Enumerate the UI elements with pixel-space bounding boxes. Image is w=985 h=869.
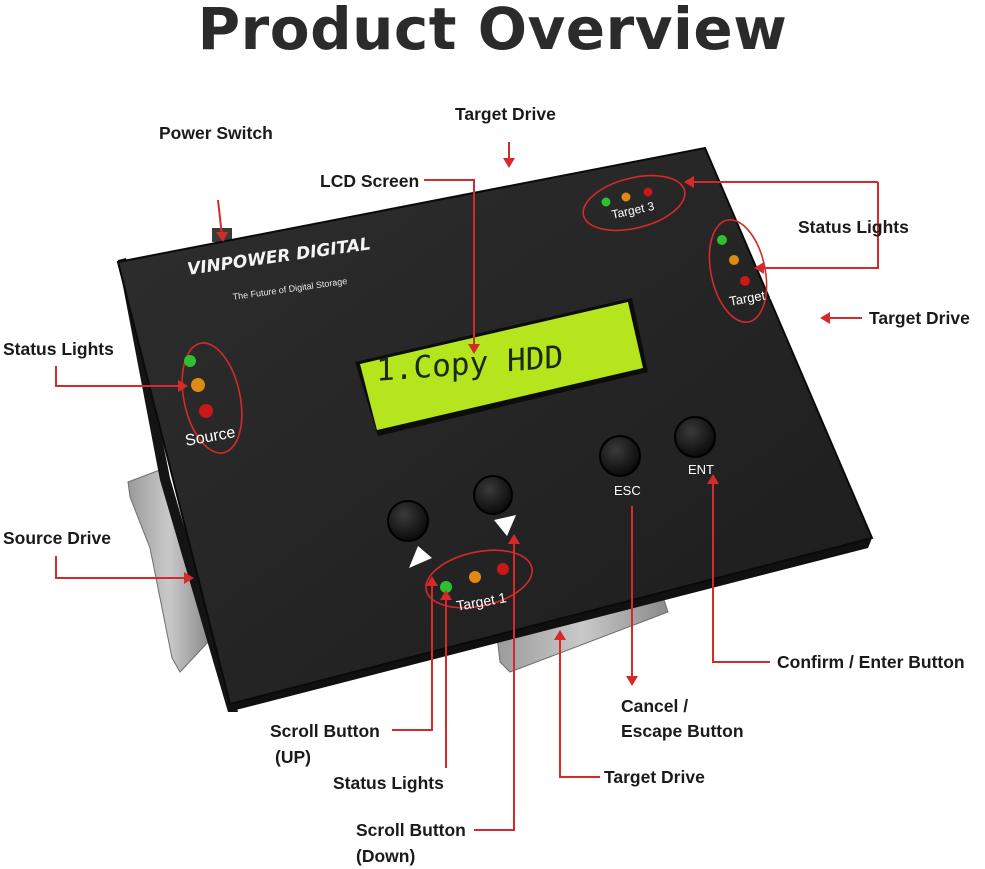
label-scroll-down-line2: (Down) bbox=[356, 846, 416, 866]
arrow-target-drive-bottom bbox=[554, 630, 566, 640]
target2-led-amber bbox=[729, 255, 739, 265]
arrow-status-lights-right bbox=[684, 176, 694, 188]
label-power-switch: Power Switch bbox=[159, 123, 273, 143]
esc-label: ESC bbox=[614, 483, 641, 498]
target3-led-green bbox=[601, 197, 611, 207]
label-scroll-down-line1: Scroll Button bbox=[356, 820, 466, 840]
label-status-lights-left: Status Lights bbox=[3, 339, 114, 359]
arrow-source-drive bbox=[184, 572, 194, 584]
arrow-target-drive-right bbox=[820, 312, 830, 324]
arrow-status-lights-left bbox=[178, 380, 188, 392]
down-triangle-icon bbox=[494, 515, 516, 536]
label-cancel-line2: Escape Button bbox=[621, 721, 744, 741]
label-target-drive-bottom: Target Drive bbox=[604, 767, 705, 787]
label-target-drive-top: Target Drive bbox=[455, 104, 556, 124]
scroll-up-button bbox=[387, 500, 429, 542]
arrow-cancel bbox=[626, 676, 638, 686]
label-status-lights-bottom: Status Lights bbox=[333, 773, 444, 793]
target2-status-ring bbox=[708, 219, 768, 323]
source-status-ring bbox=[181, 342, 243, 454]
target1-status-ring bbox=[425, 549, 533, 609]
target1-led-amber bbox=[469, 571, 481, 583]
device-front-side bbox=[228, 538, 872, 712]
target3-status-ring bbox=[582, 174, 686, 232]
arrow-scroll-down bbox=[508, 534, 520, 544]
ent-button bbox=[674, 416, 716, 458]
arrow-status-lights-right2 bbox=[754, 262, 764, 274]
label-status-lights-right: Status Lights bbox=[798, 217, 909, 237]
label-source-drive: Source Drive bbox=[3, 528, 111, 548]
label-target-drive-right: Target Drive bbox=[869, 308, 970, 328]
label-scroll-up-line2: (UP) bbox=[275, 747, 311, 767]
arrow-target-drive-top bbox=[503, 158, 515, 168]
page-title: Product Overview bbox=[197, 0, 788, 63]
device-top-face bbox=[116, 146, 874, 706]
source-led-green bbox=[184, 355, 196, 367]
scroll-down-button bbox=[473, 475, 513, 515]
target3-led-amber bbox=[621, 192, 631, 202]
arrow-confirm-enter bbox=[707, 474, 719, 484]
source-led-red bbox=[199, 404, 213, 418]
lcd-screen bbox=[360, 302, 643, 430]
target2-led-red bbox=[740, 276, 750, 286]
target1-led-red bbox=[497, 563, 509, 575]
arrow-status-lights-bottom bbox=[440, 590, 452, 600]
ent-label: ENT bbox=[688, 462, 714, 477]
label-cancel-line1: Cancel / bbox=[621, 696, 689, 716]
label-confirm-enter: Confirm / Enter Button bbox=[777, 652, 965, 672]
arrow-power-switch bbox=[216, 232, 228, 242]
arrow-scroll-up bbox=[426, 576, 438, 586]
label-lcd-screen: LCD Screen bbox=[320, 171, 420, 191]
target1-led-green bbox=[440, 581, 452, 593]
up-triangle-icon bbox=[409, 546, 432, 568]
target2-led-green bbox=[717, 235, 727, 245]
source-led-amber bbox=[191, 378, 205, 392]
target3-led-red bbox=[643, 187, 653, 197]
esc-button bbox=[599, 435, 641, 477]
label-scroll-up-line1: Scroll Button bbox=[270, 721, 380, 741]
arrow-lcd-screen bbox=[468, 344, 480, 354]
